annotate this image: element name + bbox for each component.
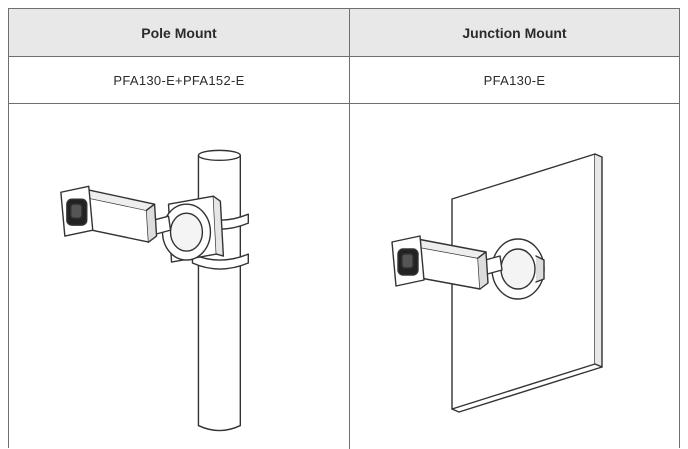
table-model-row: PFA130-E+PFA152-E PFA130-E [9,57,679,104]
table-header-row: Pole Mount Junction Mount [9,9,679,57]
header-junction-mount: Junction Mount [462,24,567,41]
model-pole-mount: PFA130-E+PFA152-E [9,57,350,103]
junction-mount-illustration [391,153,603,413]
pole-mount-cell [9,104,350,449]
model-junction-mount: PFA130-E [483,72,546,88]
table-image-row [9,104,679,449]
junction-mount-cell [350,104,679,449]
mount-table: Pole Mount Junction Mount PFA130-E+PFA15… [8,8,680,449]
header-pole-mount: Pole Mount [9,9,350,56]
pole-mount-illustration [60,149,249,432]
